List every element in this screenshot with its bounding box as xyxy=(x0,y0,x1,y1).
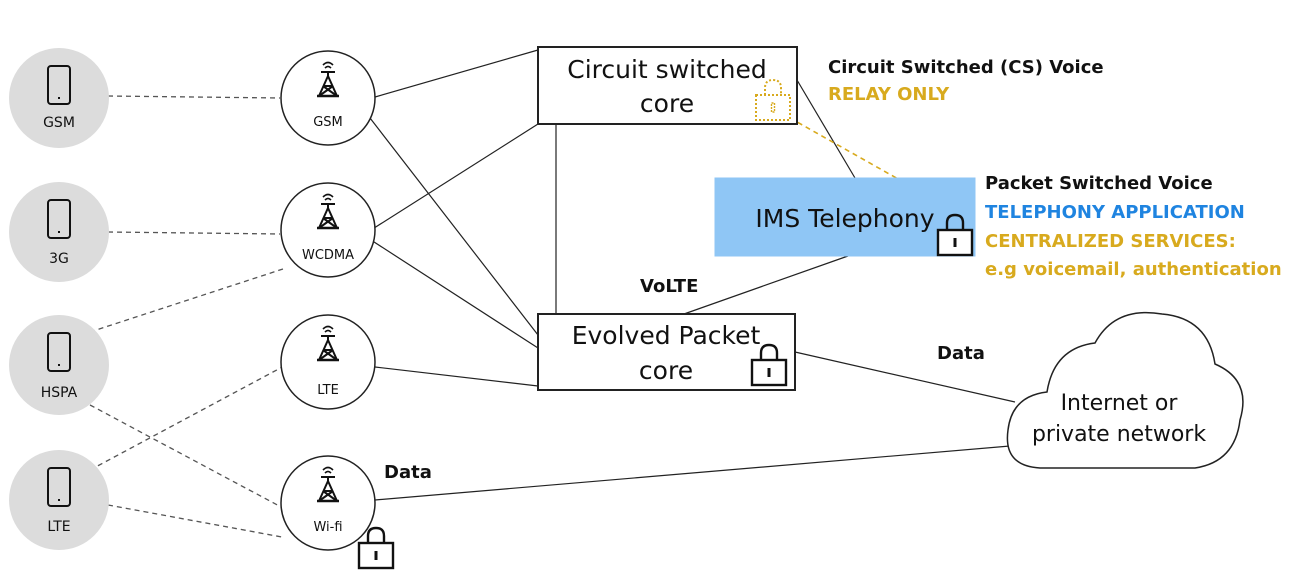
link-gsm-cs xyxy=(374,49,539,98)
ps-voice-annotation: Packet Switched Voice TELEPHONY APPLICAT… xyxy=(985,173,1282,280)
data-label-epc: Data xyxy=(937,343,985,364)
telephony-application-label: TELEPHONY APPLICATION xyxy=(985,202,1245,223)
data-label-wifi: Data xyxy=(384,462,432,483)
ims-telephony: IMS Telephony xyxy=(714,177,976,257)
ps-voice-title: Packet Switched Voice xyxy=(985,173,1213,194)
volte-label: VoLTE xyxy=(640,276,698,297)
cs-core-label-line1: Circuit switched xyxy=(567,55,766,84)
circuit-switched-core: Circuit switched core xyxy=(537,46,798,125)
evolved-packet-core: Evolved Packet core xyxy=(537,313,796,391)
network-links xyxy=(369,49,1016,501)
tower-label: WCDMA xyxy=(302,248,354,263)
cs-voice-annotation: Circuit Switched (CS) Voice RELAY ONLY xyxy=(828,57,1104,105)
link-wcdma-epc xyxy=(370,239,539,349)
device-3g: 3G xyxy=(9,182,109,282)
epc-label-line1: Evolved Packet xyxy=(572,321,761,350)
tower-label: Wi-fi xyxy=(313,520,342,535)
tower-label: LTE xyxy=(317,383,339,398)
device-label: GSM xyxy=(43,115,75,131)
link-hspa-wifi xyxy=(89,404,284,509)
link-lte-device-lte xyxy=(89,364,287,471)
link-lte-device-wifi xyxy=(107,504,283,538)
examples-label: e.g voicemail, authentication xyxy=(985,259,1282,280)
device-links xyxy=(89,95,287,538)
internet-cloud: Internet or private network xyxy=(1006,311,1244,469)
device-label: LTE xyxy=(47,519,70,535)
link-gsm-epc xyxy=(369,117,539,336)
tower-gsm: GSM xyxy=(280,50,376,146)
tower-lte: LTE xyxy=(280,314,376,410)
link-wcdma-cs xyxy=(370,123,539,231)
device-label: 3G xyxy=(49,251,69,267)
link-cs-ims xyxy=(796,79,856,179)
link-3g-device-tower xyxy=(107,231,281,235)
link-volte xyxy=(683,255,849,315)
link-wifi-internet xyxy=(374,445,1011,501)
tower-wcdma: WCDMA xyxy=(280,182,376,278)
link-hspa-wcdma xyxy=(89,267,287,333)
internet-label-line1: Internet or xyxy=(1061,391,1179,416)
device-lte: LTE xyxy=(9,450,109,550)
cs-voice-title: Circuit Switched (CS) Voice xyxy=(828,57,1104,78)
link-epc-internet xyxy=(794,351,1016,403)
link-gsm-device-tower xyxy=(107,95,281,99)
centralized-services-label: CENTRALIZED SERVICES: xyxy=(985,231,1236,252)
device-gsm: GSM xyxy=(9,48,109,148)
relay-only-label: RELAY ONLY xyxy=(828,84,950,105)
tower-wifi: Wi-fi xyxy=(280,455,395,570)
cs-core-label-line2: core xyxy=(640,89,694,118)
device-label: HSPA xyxy=(41,385,78,401)
tower-label: GSM xyxy=(313,115,343,130)
ims-label: IMS Telephony xyxy=(755,204,934,233)
internet-label-line2: private network xyxy=(1032,422,1206,447)
device-hspa: HSPA xyxy=(9,315,109,415)
link-lte-epc xyxy=(374,366,539,387)
epc-label-line2: core xyxy=(639,356,693,385)
